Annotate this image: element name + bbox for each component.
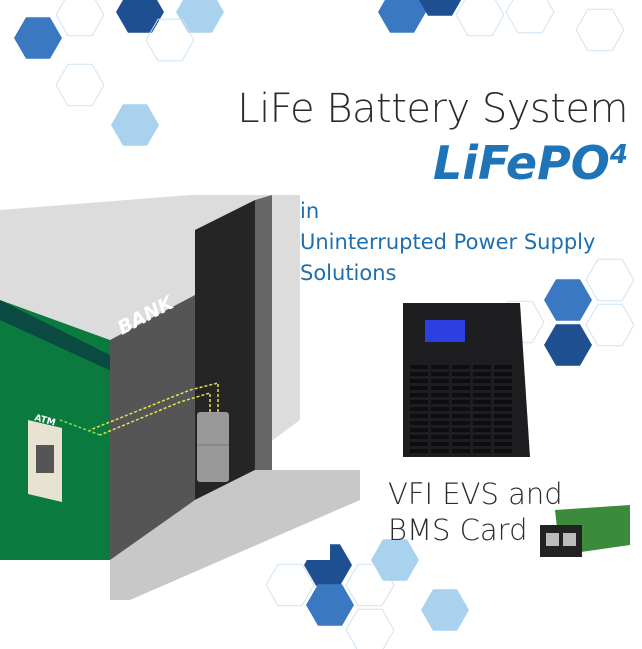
battery-cabinet (197, 412, 229, 482)
hexagon (345, 608, 395, 649)
product-line-2: BMS Card (388, 513, 528, 547)
lifepo-subscript: 4 (609, 140, 628, 170)
bms-network-card-image (540, 505, 630, 557)
hexagon (371, 539, 419, 581)
hexagon (55, 0, 105, 37)
subtitle: in Uninterrupted Power Supply Solutions (300, 196, 640, 289)
building-corner-wall (110, 295, 195, 560)
hexagon (145, 18, 195, 62)
ups-tower-image (403, 303, 530, 457)
hexagon (575, 8, 625, 52)
subtitle-line-2: Uninterrupted Power Supply (300, 230, 596, 254)
hexagon (544, 279, 592, 321)
hexagon (505, 0, 555, 34)
ups-lcd-screen (425, 320, 465, 342)
hexagon (111, 104, 159, 146)
product-line-1: VFI EVS and (388, 477, 563, 511)
hexagon (421, 589, 469, 631)
hexagon (55, 63, 105, 107)
hexagon (378, 0, 426, 33)
hexagon (418, 0, 462, 16)
title-line-2: LiFePO4 (433, 136, 628, 190)
hexagon (544, 324, 592, 366)
product-caption: VFI EVS and BMS Card (388, 476, 588, 548)
hexagon (265, 563, 315, 607)
subtitle-line-3: Solutions (300, 261, 397, 285)
hexagon (585, 303, 635, 347)
title-line-1: LiFe Battery System (237, 86, 628, 132)
sidewalk (110, 470, 360, 600)
hexagon (585, 258, 635, 302)
hexagon (116, 0, 164, 33)
hexagon (306, 584, 354, 626)
hexagon (176, 0, 224, 33)
hexagon (14, 17, 62, 59)
subtitle-line-1: in (300, 199, 320, 223)
lifepo-text: LiFePO (432, 136, 610, 190)
hexagon (455, 0, 505, 37)
